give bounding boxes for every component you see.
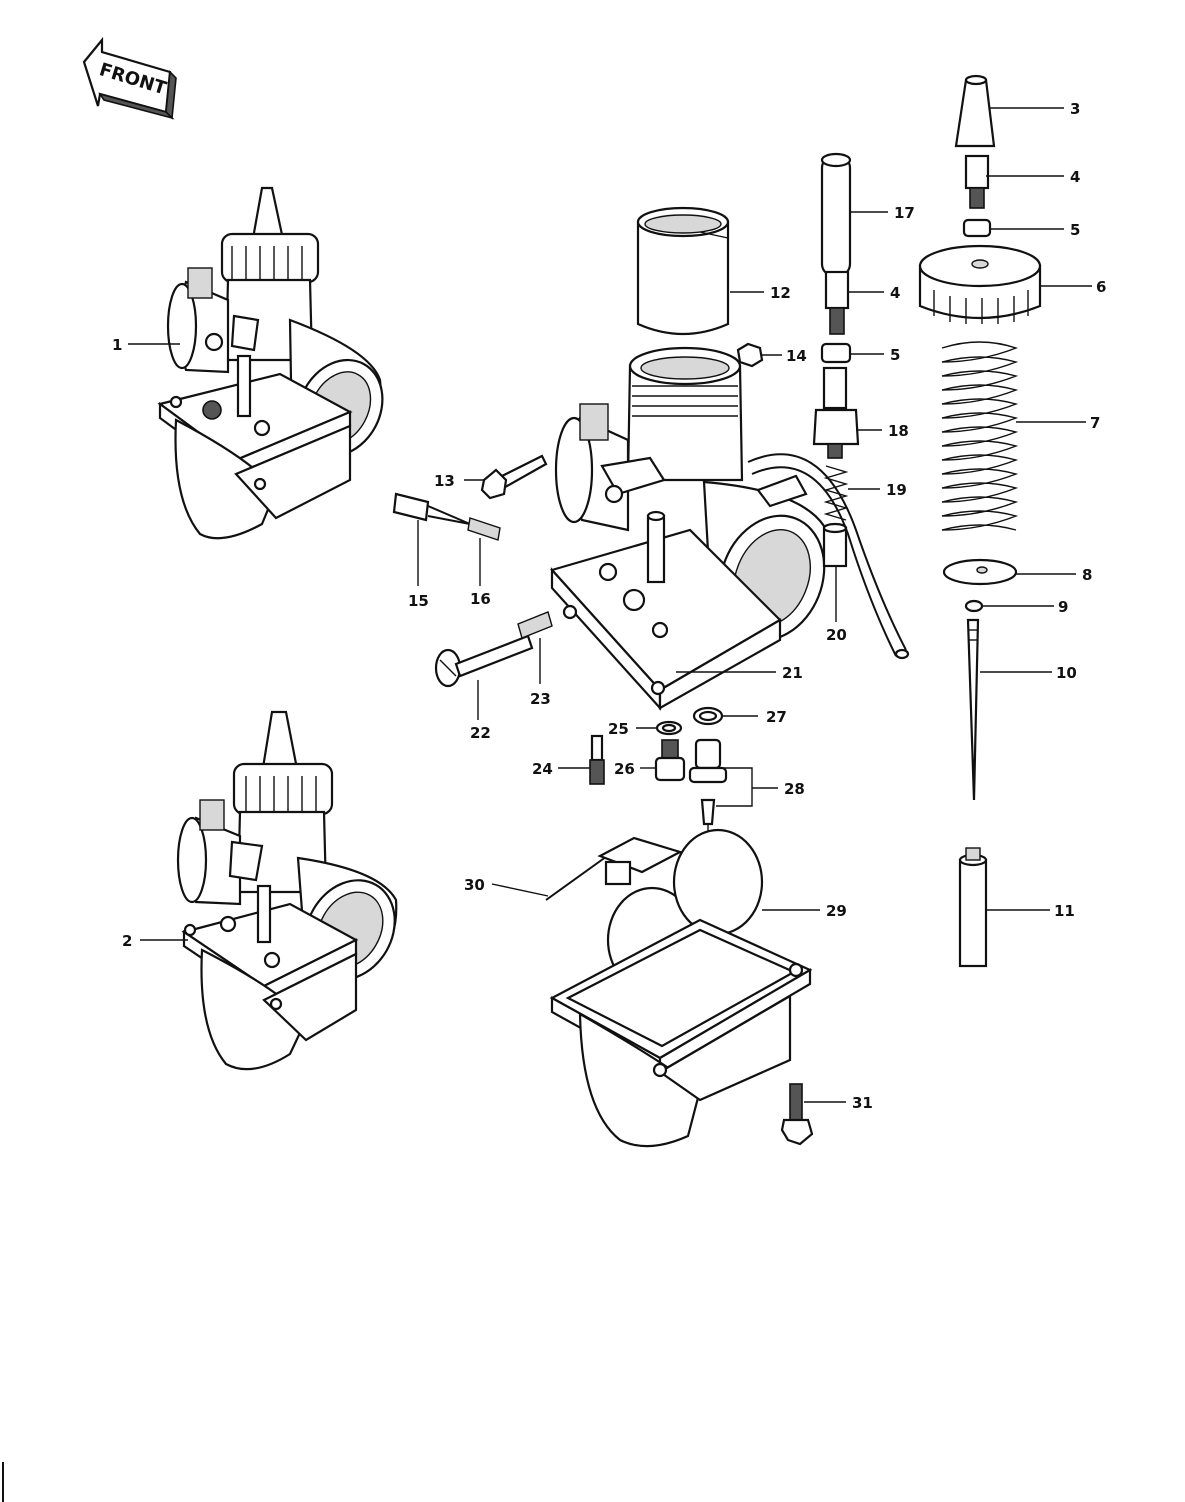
part-26-jet-holder (654, 739, 686, 782)
callout-16: 16 (470, 590, 491, 608)
part-16-spring (467, 517, 501, 541)
callout-28: 28 (784, 780, 805, 798)
callout-labels: 1 2 3 4 5 6 7 8 9 10 11 12 13 14 15 16 1… (112, 100, 1106, 1112)
part-11-needle-jet (958, 847, 988, 968)
part-19-spring (823, 465, 849, 521)
part-14-nut (736, 342, 764, 368)
callout-6: 6 (1096, 278, 1106, 296)
part-7-return-spring (941, 341, 1019, 531)
callout-7: 7 (1090, 414, 1100, 432)
callout-2: 2 (122, 932, 132, 950)
part-17-cable-cover (820, 152, 852, 278)
part-13-screw (480, 454, 548, 500)
part-5-nut-top (962, 218, 992, 238)
part-9-needle-clip (964, 599, 984, 613)
part-21-carburetor-body (550, 346, 827, 711)
part-25-washer (655, 720, 683, 736)
part-4-adjuster-top (964, 154, 990, 209)
callout-19: 19 (886, 481, 907, 499)
callout-13: 13 (434, 472, 455, 490)
callout-leaders (128, 107, 1092, 1103)
part-3-cable-boot (954, 74, 996, 148)
callout-25: 25 (608, 720, 629, 738)
callout-9: 9 (1058, 598, 1068, 616)
part-23-spring (517, 611, 553, 639)
callout-11: 11 (1054, 902, 1075, 920)
callout-14: 14 (786, 347, 807, 365)
callout-17: 17 (894, 204, 915, 222)
callout-26: 26 (614, 760, 635, 778)
carburetor-assembly-2 (176, 710, 398, 1071)
callout-31: 31 (852, 1094, 873, 1112)
part-28-float-valve (688, 738, 728, 834)
part-12-throttle-slide (636, 206, 730, 336)
front-direction-arrow: FRONT (82, 36, 177, 120)
callout-15: 15 (408, 592, 429, 610)
callout-1: 1 (112, 336, 122, 354)
callout-20: 20 (826, 626, 847, 644)
part-6-top-cap (918, 244, 1042, 324)
part-20-fitting (822, 522, 848, 568)
callout-27: 27 (766, 708, 787, 726)
part-22-throttle-stop-screw (434, 634, 534, 688)
callout-29: 29 (826, 902, 847, 920)
callout-23: 23 (530, 690, 551, 708)
float-bowl (549, 918, 813, 1148)
part-4-adjuster-mid (824, 270, 850, 335)
callout-5-mid: 5 (890, 346, 900, 364)
callout-12: 12 (770, 284, 791, 302)
part-27-washer (692, 706, 724, 726)
part-5-nut-mid (820, 342, 852, 364)
part-15-air-screw (392, 492, 471, 525)
callout-30: 30 (464, 876, 485, 894)
carburetor-assembly-1 (157, 186, 384, 540)
callout-4-mid: 4 (890, 284, 900, 302)
callout-3: 3 (1070, 100, 1080, 118)
callout-24: 24 (532, 760, 553, 778)
callout-4-top: 4 (1070, 168, 1080, 186)
part-18-adjuster-body (812, 366, 860, 459)
callout-21: 21 (782, 664, 803, 682)
part-10-jet-needle (966, 618, 980, 801)
callout-8: 8 (1082, 566, 1092, 584)
callout-5-top: 5 (1070, 221, 1080, 239)
breather-hose (747, 453, 910, 660)
callout-18: 18 (888, 422, 909, 440)
part-24-pilot-jet (589, 734, 605, 785)
callout-22: 22 (470, 724, 491, 742)
callout-10: 10 (1056, 664, 1077, 682)
part-8-needle-retainer (942, 558, 1018, 586)
part-31-drain-screw (780, 1083, 814, 1146)
part-30-float-pin (545, 853, 611, 901)
